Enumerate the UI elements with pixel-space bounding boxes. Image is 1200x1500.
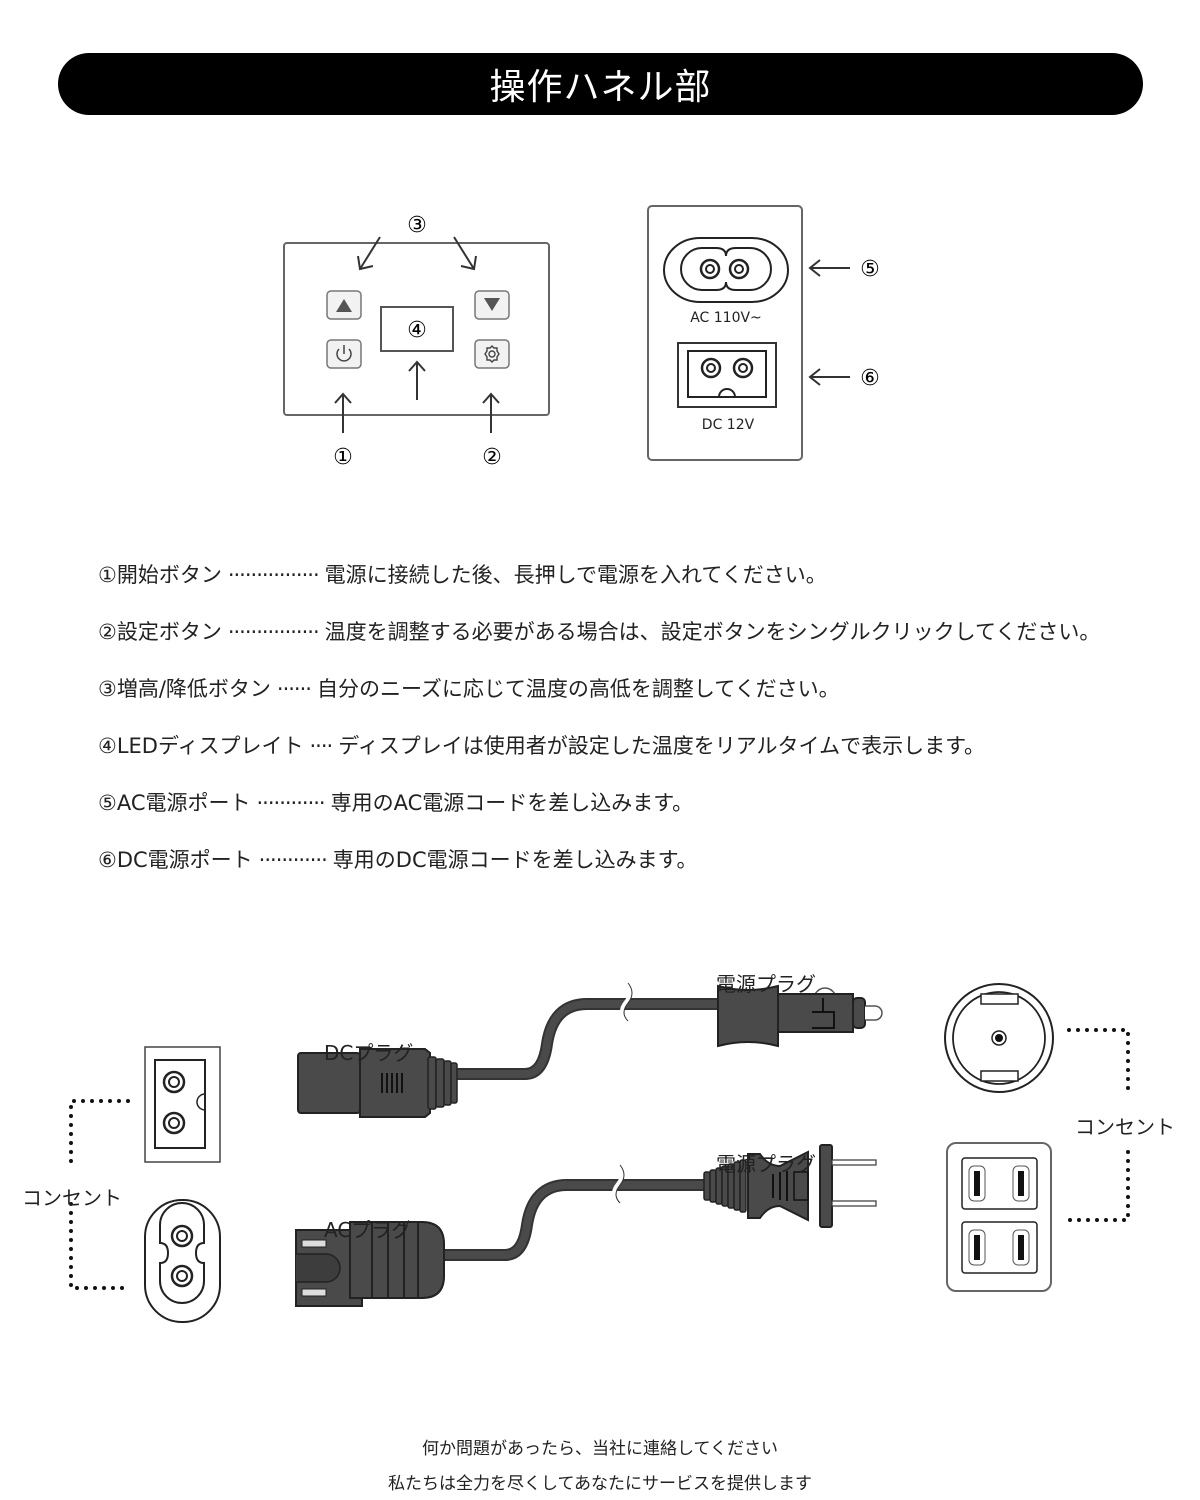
port-panel-diagram: AC 110V~ DC 12V ⑤ ⑥: [647, 205, 880, 461]
outlet-label-right: コンセント: [1075, 1115, 1175, 1139]
description-row: ⑥DC電源ポート············専用のDC電源コードを差し込みます。: [98, 844, 698, 874]
arrow-to-ac-port: [808, 259, 850, 277]
control-panel-diagram: ③ ④ ① ②: [283, 213, 550, 470]
car-plug-power-plug: [717, 984, 883, 1048]
ac-power-port: [663, 237, 789, 303]
description-label: ③増高/降低ボタン: [98, 677, 271, 701]
leader-dots: ················: [227, 563, 320, 587]
callout-3: ③: [407, 213, 427, 238]
leader-dots: ····: [309, 734, 334, 758]
arrow-to-dc-port: [808, 368, 850, 386]
dc-plug-connector: [297, 1048, 458, 1118]
down-triangle-icon: [484, 298, 500, 311]
leader-dots: ······: [276, 677, 312, 701]
wall-socket-illustration: [946, 1142, 1052, 1292]
up-button[interactable]: [326, 290, 362, 320]
dc-cable-illustration: [297, 980, 883, 1118]
arrow-to-down-button: [453, 236, 477, 271]
description-text: ディスプレイは使用者が設定した温度をリアルタイムで表示します。: [338, 734, 986, 758]
description-label: ②設定ボタン: [98, 620, 222, 644]
dotted-connector-left: [69, 1099, 130, 1290]
footer-line-1: 何か問題があったら、当社に連絡してください: [422, 1439, 778, 1459]
callout-2: ②: [482, 445, 502, 470]
leader-dots: ············: [256, 791, 326, 815]
ac-cable-illustration: [295, 1144, 877, 1307]
dc-port-label: DC 12V: [702, 417, 755, 433]
outlet-label-left: コンセント: [22, 1186, 122, 1210]
down-button[interactable]: [474, 290, 510, 320]
leader-dots: ················: [227, 620, 320, 644]
settings-button[interactable]: [474, 339, 510, 369]
arrow-to-up-button: [357, 236, 381, 271]
description-label: ⑤AC電源ポート: [98, 791, 251, 815]
description-text: 専用のDC電源コードを差し込みます。: [332, 848, 698, 872]
arrow-to-display: [408, 360, 426, 400]
callout-5: ⑤: [860, 257, 880, 282]
dc-socket-illustration: [144, 1046, 221, 1163]
description-label: ④LEDディスプレイト: [98, 734, 304, 758]
callout-4: ④: [407, 318, 427, 343]
power-button[interactable]: [326, 339, 362, 369]
description-row: ②設定ボタン················温度を調整する必要がある場合は、設定…: [98, 616, 1100, 646]
description-text: 自分のニーズに応じて温度の高低を調整してください。: [316, 677, 840, 701]
arrow-to-power-button: [334, 392, 352, 433]
dc-plug-label: DCプラグ: [324, 1041, 414, 1065]
callout-6: ⑥: [860, 366, 880, 391]
cables-diagram: [69, 980, 1130, 1323]
car-socket-illustration: [944, 983, 1054, 1093]
power-plug-label-bottom: 電源プラグ: [716, 1152, 816, 1176]
ac-port-label: AC 110V~: [690, 310, 762, 326]
description-row: ①開始ボタン················電源に接続した後、長押しで電源を入れ…: [98, 559, 827, 589]
section-title-banner: 操作ハネル部: [58, 53, 1143, 115]
description-label: ⑥DC電源ポート: [98, 848, 253, 872]
ac-plug-label: ACプラグ: [324, 1218, 412, 1242]
description-text: 電源に接続した後、長押しで電源を入れてください。: [324, 563, 827, 587]
led-display: ④: [380, 306, 454, 352]
gear-icon: [484, 345, 500, 363]
description-row: ③増高/降低ボタン······自分のニーズに応じて温度の高低を調整してください。: [98, 673, 840, 703]
description-row: ④LEDディスプレイト····ディスプレイは使用者が設定した温度をリアルタイムで…: [98, 730, 985, 760]
ac-plug-connector: [295, 1221, 445, 1307]
leader-dots: ············: [258, 848, 328, 872]
description-text: 専用のAC電源コードを差し込みます。: [330, 791, 694, 815]
description-row: ⑤AC電源ポート············専用のAC電源コードを差し込みます。: [98, 787, 693, 817]
power-icon: [336, 345, 352, 362]
ac-socket-illustration: [144, 1199, 221, 1323]
power-plug-label-top: 電源プラグ: [716, 972, 816, 996]
description-label: ①開始ボタン: [98, 563, 222, 587]
control-panel-outline: [283, 242, 550, 416]
port-panel-outline: [647, 205, 803, 461]
arrow-to-settings-button: [482, 392, 500, 433]
up-triangle-icon: [336, 299, 352, 312]
ac-wall-power-plug: [703, 1144, 877, 1228]
dotted-connector-right: [1067, 1028, 1130, 1222]
section-title: 操作ハネル部: [489, 67, 712, 108]
dc-power-port: [677, 342, 777, 408]
description-text: 温度を調整する必要がある場合は、設定ボタンをシングルクリックしてください。: [324, 620, 1101, 644]
footer-line-2: 私たちは全力を尽くしてあなたにサービスを提供します: [388, 1474, 812, 1494]
callout-1: ①: [333, 445, 353, 470]
